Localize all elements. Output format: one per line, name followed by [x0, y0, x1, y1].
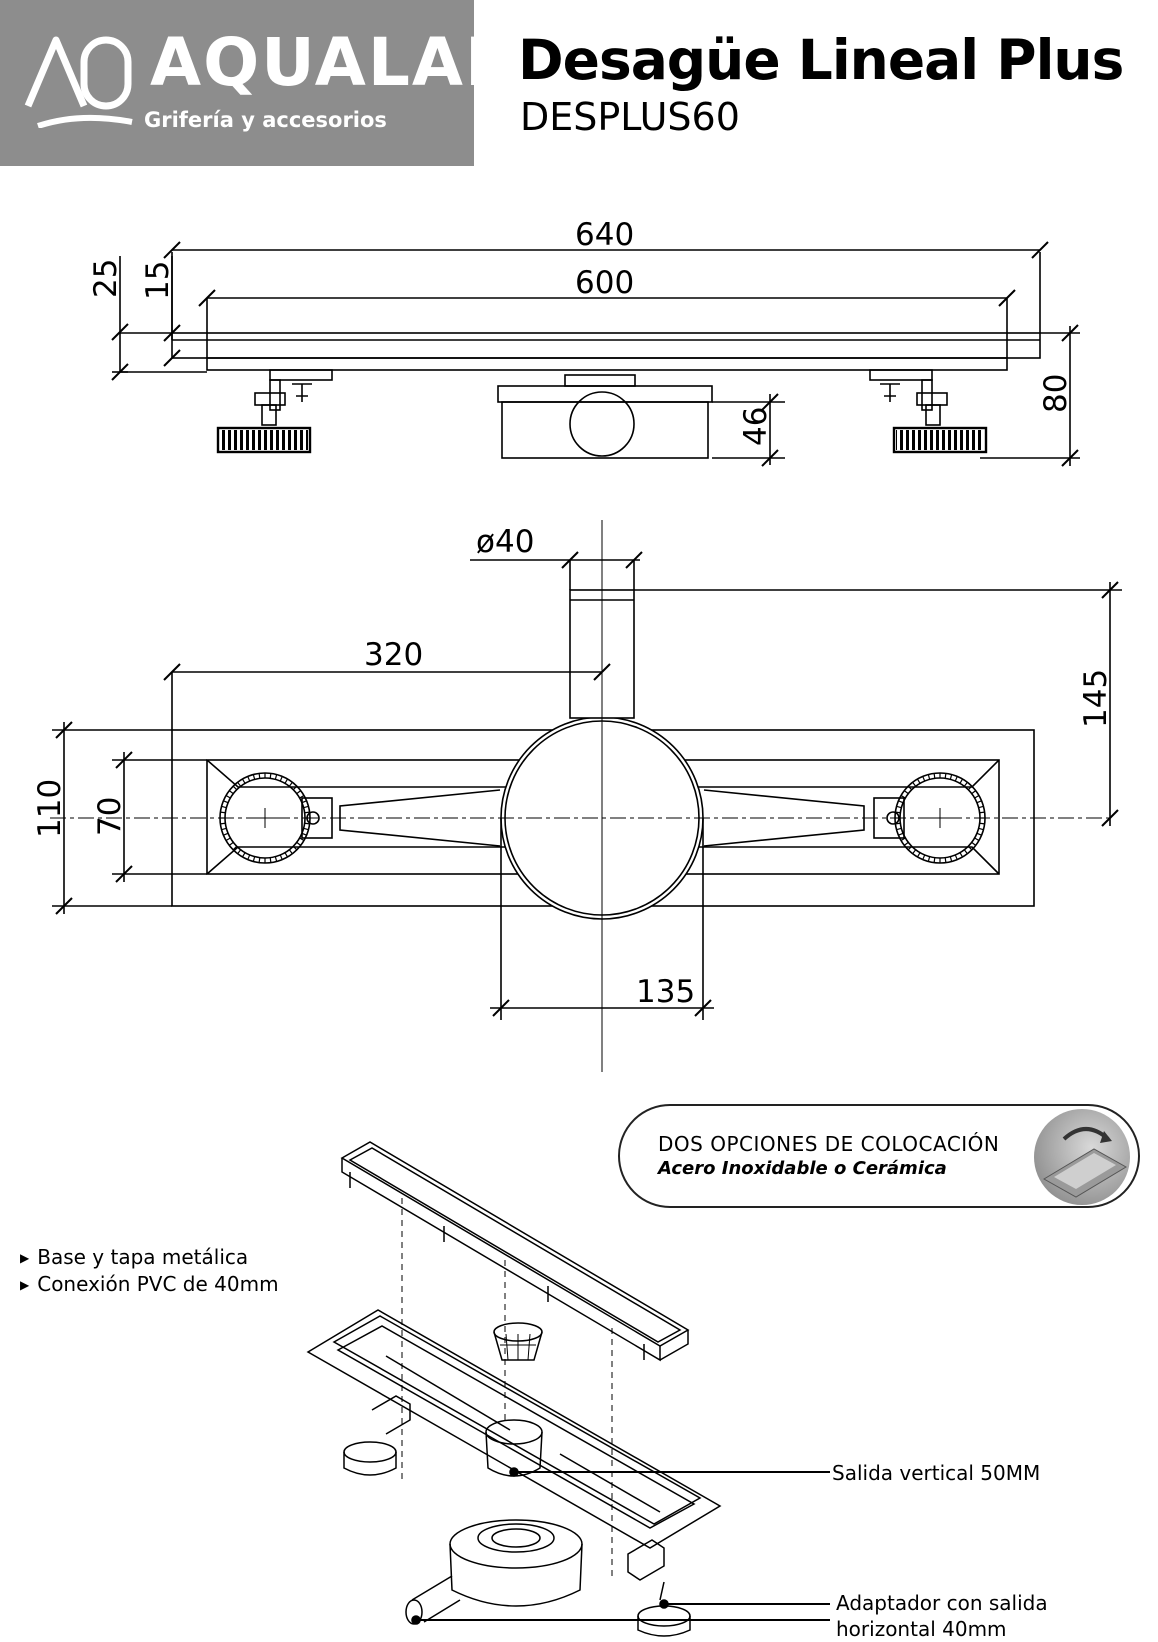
dim-70: 70: [92, 797, 128, 836]
dim-diameter-40: ø40: [476, 524, 534, 560]
dimension-labels: 640 600 25 15 46 80 ø40 320 145 110 70 1…: [32, 217, 1114, 1010]
knurl-fill: [220, 430, 984, 450]
features-list: ▶Base y tapa metálica ▶Conexión PVC de 4…: [20, 1244, 279, 1298]
bullet-icon: ▶: [20, 1251, 30, 1265]
bullet-icon: ▶: [20, 1278, 30, 1292]
side-view: [111, 241, 1080, 467]
dim-80: 80: [1038, 374, 1074, 413]
rotate-arrow-icon: [1043, 1127, 1127, 1198]
callout-adapter-line2: horizontal 40mm: [836, 1617, 1007, 1641]
dim-15: 15: [140, 261, 176, 300]
product-model: DESPLUS60: [520, 95, 740, 139]
placement-heading: DOS OPCIONES DE COLOCACIÓN: [658, 1132, 1000, 1156]
logo-box: AQUALAF Grifería y accesorios: [0, 0, 510, 166]
callout-adapter-line1: Adaptador con salida: [836, 1591, 1048, 1615]
callout-adapter: Adaptador con salida horizontal 40mm: [836, 1590, 1048, 1642]
placement-options-badge: DOS OPCIONES DE COLOCACIÓN Acero Inoxida…: [618, 1104, 1140, 1208]
feature-item: ▶Base y tapa metálica: [20, 1245, 249, 1269]
feature-item: ▶Conexión PVC de 40mm: [20, 1272, 279, 1296]
callout-vertical-outlet: Salida vertical 50MM: [832, 1461, 1041, 1485]
dim-640: 640: [575, 217, 634, 253]
dim-145: 145: [1078, 669, 1114, 728]
dim-320: 320: [364, 637, 423, 673]
dim-135: 135: [636, 974, 695, 1010]
top-view: [50, 520, 1122, 1072]
product-title: Desagüe Lineal Plus: [518, 28, 1124, 92]
dim-110: 110: [32, 779, 68, 838]
dim-25: 25: [88, 259, 124, 298]
dim-46: 46: [738, 407, 774, 446]
callout-leaders: [411, 1467, 830, 1625]
dim-600: 600: [575, 265, 634, 301]
placement-options: Acero Inoxidable o Cerámica: [658, 1158, 947, 1179]
brand-name: AQUALAF: [150, 24, 513, 101]
isometric-view: [306, 1141, 722, 1637]
gear-teeth: [895, 773, 985, 863]
gear-teeth: [220, 773, 310, 863]
aqualaf-logo-icon: [24, 36, 133, 128]
grate-options-image: [1034, 1109, 1130, 1205]
brand-tagline: Grifería y accesorios: [144, 108, 387, 132]
